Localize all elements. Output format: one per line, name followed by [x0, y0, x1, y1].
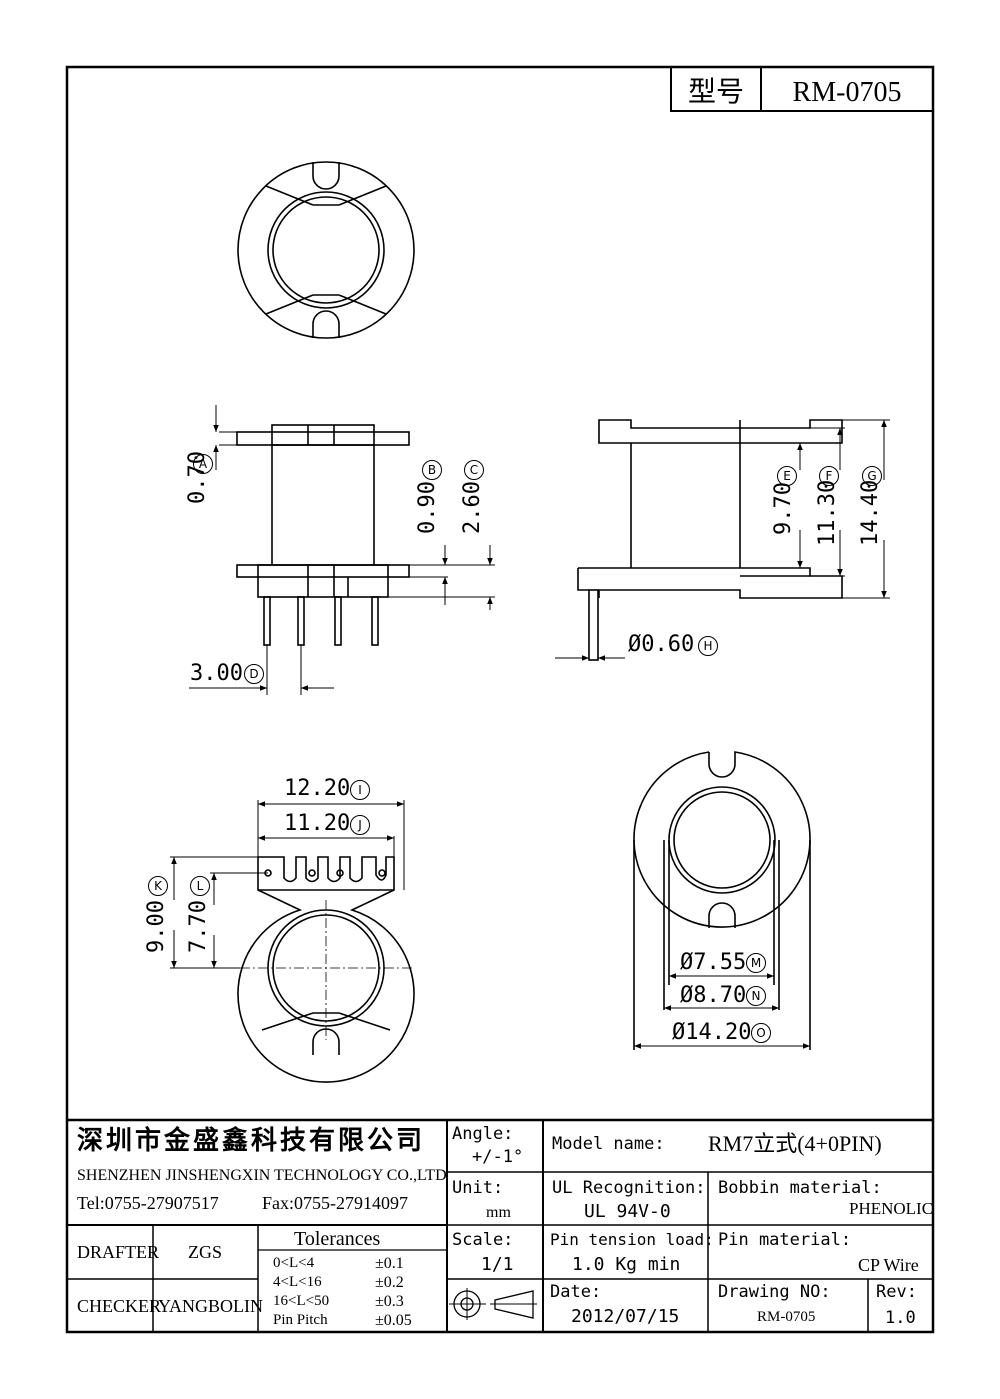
top-view: [237, 161, 415, 339]
tolerance-range-3: 16<L<50: [273, 1293, 330, 1309]
scale-value: 1/1: [481, 1254, 514, 1275]
dim-d-value: 3.00: [190, 661, 243, 686]
model-name-value: RM7立式(4+0PIN): [708, 1131, 882, 1156]
tolerance-range-1: 0<L<4: [273, 1255, 315, 1271]
dim-c-tag: C: [464, 460, 484, 480]
bobbin-material-label: Bobbin material:: [718, 1178, 882, 1198]
tolerance-range-2: 4<L<16: [273, 1274, 322, 1290]
pin-tension-value: 1.0 Kg min: [572, 1254, 681, 1275]
bottom-view-center: [240, 900, 412, 1040]
angle-label: Angle:: [452, 1124, 514, 1144]
dim-l-value: 7.70: [186, 900, 211, 953]
dim-f-tag: F: [819, 466, 839, 486]
dim-g-value: 14.40: [858, 479, 883, 546]
bobbin-material-value: PHENOLIC: [849, 1199, 934, 1218]
dim-m-value: Ø7.55: [680, 950, 747, 975]
dim-c-value: 2.60: [460, 481, 485, 534]
dim-o-value: Ø14.20: [672, 1020, 752, 1045]
dim-a-tag: A: [193, 454, 213, 474]
dim-k-tag: K: [148, 876, 168, 896]
tolerance-value-3: ±0.3: [375, 1293, 404, 1310]
company-name-cn: 深圳市金盛鑫科技有限公司: [77, 1126, 426, 1156]
dim-h-tag: H: [698, 636, 718, 656]
title-block: [67, 1118, 933, 1332]
dim-b-tag: B: [422, 460, 442, 480]
pin-tension-label: Pin tension load:: [550, 1230, 714, 1249]
bottom-view-dims: [170, 800, 405, 969]
drafter-label: DRAFTER: [77, 1242, 160, 1262]
model-number: RM-0705: [793, 77, 902, 108]
dim-n-tag: N: [746, 986, 766, 1006]
dim-l-tag: L: [190, 876, 210, 896]
tolerance-value-1: ±0.1: [375, 1255, 404, 1272]
side-view-dims: [555, 419, 890, 661]
dim-e-value: 9.70: [771, 482, 796, 535]
company-name-en: SHENZHEN JINSHENGXIN TECHNOLOGY CO.,LTD: [77, 1167, 447, 1184]
front-view-dims: [189, 405, 495, 695]
dim-o-tag: O: [751, 1023, 771, 1043]
dim-b-value: 0.90: [415, 481, 440, 534]
dim-i-tag: I: [350, 780, 370, 800]
dim-f-value: 11.30: [815, 479, 840, 546]
tolerance-value-4: ±0.05: [375, 1312, 412, 1329]
model-label-cn: 型号: [688, 75, 744, 108]
dim-n-value: Ø8.70: [680, 983, 747, 1008]
dim-h-value: Ø0.60: [628, 632, 695, 657]
pin-material-label: Pin material:: [718, 1230, 852, 1250]
dim-j-value: 11.20: [284, 811, 351, 836]
dim-m-tag: M: [746, 953, 766, 973]
company-tel: Tel:0755-27907517: [77, 1193, 219, 1213]
model-box: 型号 RM-0705: [670, 66, 934, 112]
checker-name: YANGBOLIN: [158, 1296, 263, 1316]
dim-j-tag: J: [350, 815, 370, 835]
date-value: 2012/07/15: [571, 1306, 680, 1327]
company-fax: Fax:0755-27914097: [262, 1193, 408, 1213]
unit-label: Unit:: [452, 1178, 504, 1198]
base-view-dims: [634, 973, 810, 1049]
drawing-no-value: RM-0705: [757, 1309, 816, 1325]
tolerances-title: Tolerances: [294, 1228, 381, 1250]
drawing-no-label: Drawing NO:: [718, 1282, 831, 1302]
pin-material-value: CP Wire: [858, 1255, 919, 1275]
dim-e-tag: E: [777, 466, 797, 486]
dim-i-value: 12.20: [284, 776, 351, 801]
scale-label: Scale:: [452, 1230, 514, 1250]
tolerance-range-4: Pin Pitch: [273, 1312, 328, 1328]
ul-label: UL Recognition:: [552, 1178, 706, 1198]
dim-g-tag: G: [862, 466, 882, 486]
bottom-view: [237, 856, 415, 1083]
rev-value: 1.0: [885, 1308, 916, 1328]
dim-k-value: 9.00: [144, 900, 169, 953]
ul-value: UL 94V-0: [584, 1201, 671, 1222]
angle-value: +/-1°: [472, 1147, 524, 1167]
rev-label: Rev:: [876, 1282, 917, 1302]
base-view: [633, 751, 811, 1050]
dim-d-tag: D: [244, 664, 264, 684]
model-name-label: Model name:: [552, 1134, 665, 1154]
unit-value: mm: [486, 1204, 511, 1221]
front-view: [236, 424, 410, 646]
checker-label: CHECKER: [77, 1296, 162, 1316]
date-label: Date:: [550, 1282, 602, 1302]
tolerance-value-2: ±0.2: [375, 1274, 404, 1291]
drafter-name: ZGS: [188, 1242, 223, 1262]
sheet-border: [65, 65, 935, 1334]
side-view: [577, 419, 843, 661]
